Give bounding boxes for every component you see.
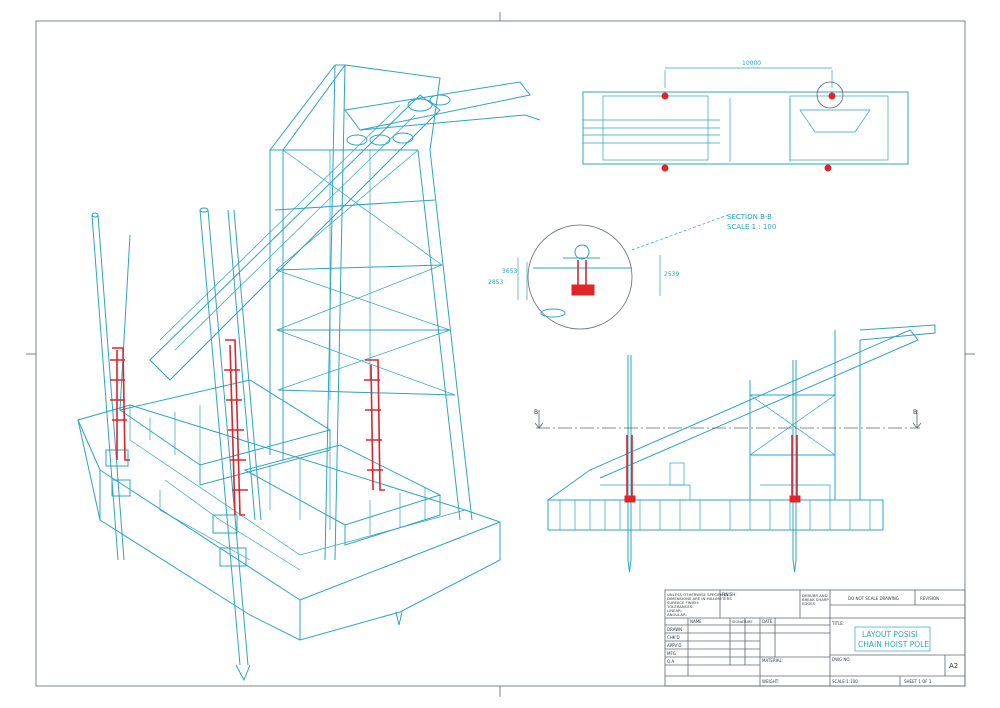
svg-text:DRAWN: DRAWN: [667, 627, 682, 632]
svg-text:SCALE 1 : 100: SCALE 1 : 100: [727, 223, 776, 231]
drawing-title-line2: CHAIN HOIST POLE: [858, 640, 929, 649]
svg-text:DIMENSIONS ARE IN MILLIMETERS: DIMENSIONS ARE IN MILLIMETERS: [667, 596, 732, 601]
svg-text:UNLESS OTHERWISE SPECIFIED:: UNLESS OTHERWISE SPECIFIED:: [667, 592, 728, 597]
svg-text:SIGNATURE: SIGNATURE: [732, 620, 753, 624]
sheet-number: SHEET 1 OF 1: [904, 679, 932, 684]
material-label: MATERIAL:: [762, 658, 783, 663]
title-label: TITLE:: [831, 621, 844, 626]
svg-text:DEBURR AND: DEBURR AND: [802, 593, 828, 598]
drawing-title-line1: LAYOUT POSISI: [862, 630, 918, 639]
svg-text:BREAK SHARP: BREAK SHARP: [802, 597, 829, 602]
svg-text:MFG: MFG: [667, 651, 676, 656]
sheet-size: A2: [949, 662, 958, 670]
svg-text:TOLERANCES:: TOLERANCES:: [666, 604, 693, 609]
chain-hoist-top: [661, 92, 836, 172]
svg-text:LINEAR:: LINEAR:: [667, 608, 682, 613]
section-marker-right: B: [913, 409, 917, 416]
finish-label: FINISH:: [722, 592, 737, 597]
chain-hoist-iso: [110, 339, 385, 516]
dim-left-inner: 3653: [502, 268, 517, 275]
title-block: UNLESS OTHERWISE SPECIFIED: DIMENSIONS A…: [664, 589, 966, 687]
revision-label: REVISION: [920, 596, 939, 601]
top-view: 10000: [582, 60, 909, 172]
svg-text:ANGULAR:: ANGULAR:: [667, 612, 687, 617]
isometric-view: [77, 64, 541, 682]
svg-text:SURFACE FINISH:: SURFACE FINISH:: [667, 600, 699, 605]
side-view: B B: [534, 324, 936, 573]
dwg-no-label: DWG NO.: [832, 657, 851, 662]
section-marker-left: B: [534, 409, 538, 416]
svg-text:NAME: NAME: [690, 619, 702, 624]
svg-text:EDGES: EDGES: [802, 601, 816, 606]
scale-label: SCALE:1:100: [832, 679, 858, 684]
svg-text:Q.A: Q.A: [667, 659, 674, 664]
detail-view: 2853 3653 2539: [488, 214, 729, 330]
drawing-border: [35, 20, 966, 687]
svg-text:SECTION B-B: SECTION B-B: [727, 213, 772, 221]
svg-text:APPV'D: APPV'D: [667, 643, 681, 648]
spud-poles-iso: [91, 207, 262, 666]
svg-text:DATE: DATE: [762, 619, 773, 624]
dim-left-outer: 2853: [488, 279, 503, 286]
weight-label: WEIGHT:: [762, 679, 779, 684]
dim-right: 2539: [664, 271, 679, 278]
section-label: SECTION B-B SCALE 1 : 100: [727, 213, 776, 231]
svg-text:CHK'D: CHK'D: [667, 635, 680, 640]
dim-top-length: 10000: [742, 60, 761, 67]
do-not-scale-label: DO NOT SCALE DRAWING: [848, 596, 899, 601]
